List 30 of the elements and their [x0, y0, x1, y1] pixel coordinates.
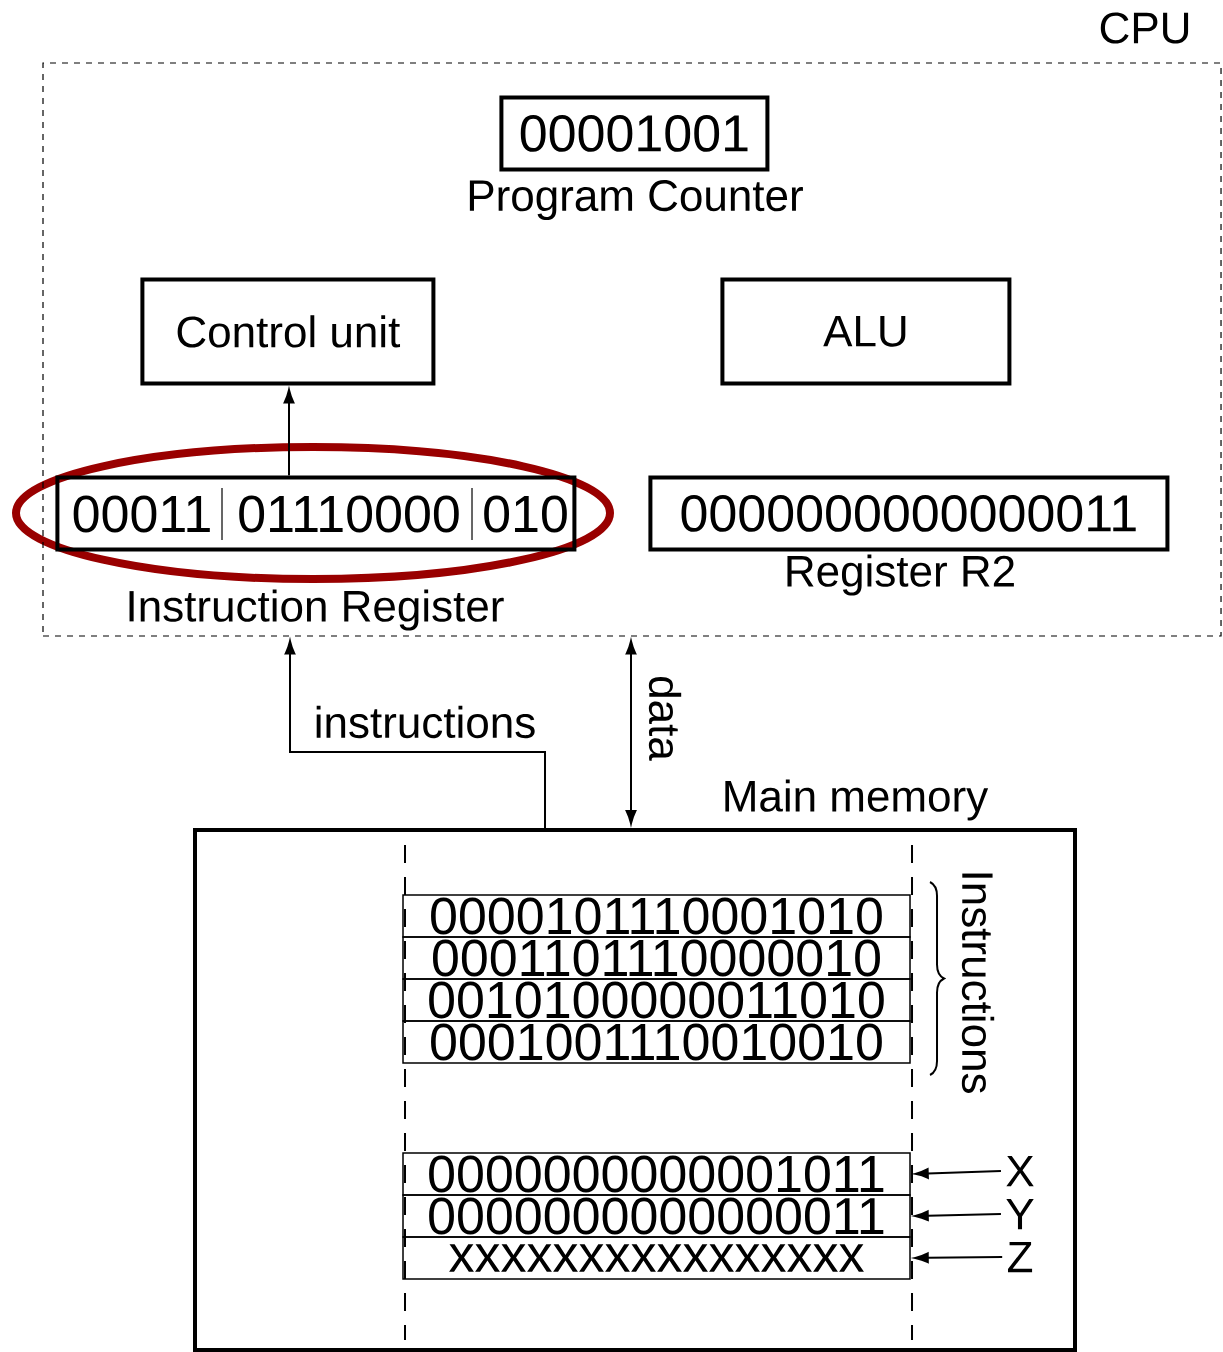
bit-field: 01110000: [239, 495, 459, 533]
arrow: [914, 1168, 1002, 1179]
variable-name: Y: [1006, 1198, 1034, 1230]
bit-field: 010: [484, 495, 567, 533]
memory-cell: 0001101110000010: [402, 936, 911, 980]
variable-name: X: [1006, 1155, 1034, 1187]
memory-cell: 0001001110010010: [402, 1020, 911, 1064]
memory-cell: 0000000000000011: [402, 1194, 911, 1238]
edge-label: data: [644, 671, 686, 765]
variable-name: Z: [1008, 1241, 1033, 1273]
bit-field: 00011: [73, 495, 210, 533]
arrow: [914, 1210, 1002, 1221]
memory-cell: 0000000000001011: [402, 1152, 911, 1196]
register-label: Instruction Register: [129, 589, 504, 631]
arrow: [914, 1252, 1004, 1264]
brace-label: Instructions: [961, 873, 995, 1093]
frame-title: Main memory: [725, 779, 989, 821]
unit-box: ALU: [720, 277, 1012, 386]
frame-title: CPU: [1100, 12, 1189, 44]
register-label: Register R2: [787, 554, 1014, 596]
memory-cell: xxxxxxxxxxxxxxxx: [402, 1236, 911, 1280]
memory-cell: 0000101110001010: [402, 894, 911, 938]
register-box: 0000000000000011: [648, 475, 1170, 552]
arrow: [283, 389, 295, 477]
unit-box: Control unit: [140, 277, 436, 386]
memory-cell: 0010100000011010: [402, 978, 911, 1022]
edge-label: instructions: [309, 701, 541, 743]
register-label: Program Counter: [469, 180, 803, 220]
register-box: 00001001: [499, 95, 770, 172]
arrow: [625, 640, 637, 825]
